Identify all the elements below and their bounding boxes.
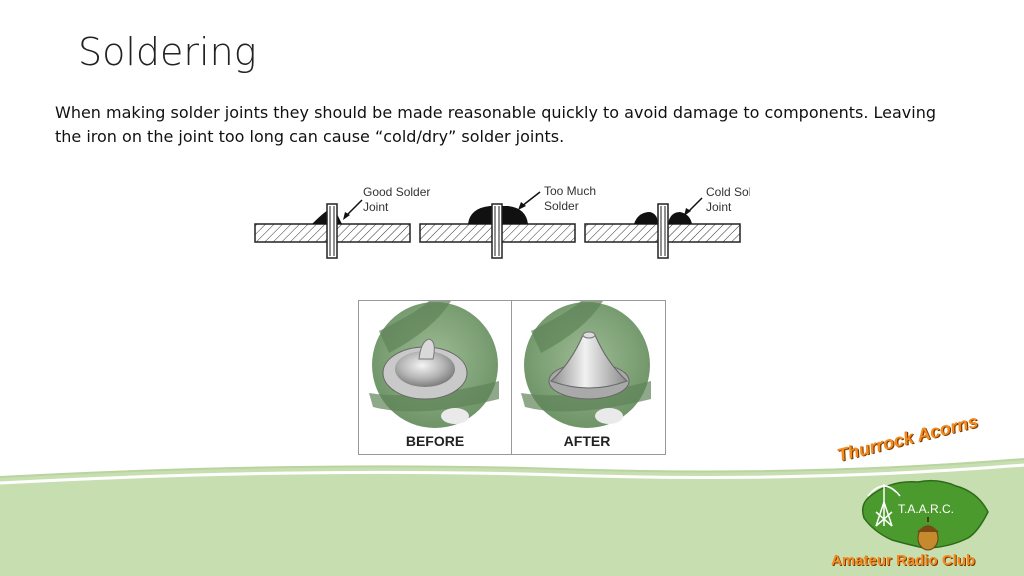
slide-body-text: When making solder joints they should be… [55,103,937,146]
good-joint-figure [254,199,411,259]
before-label: BEFORE [405,433,465,449]
after-label: AFTER [563,433,611,449]
after-photo: AFTER [511,301,663,454]
before-joint-image [369,301,499,428]
too-much-solder-figure [419,191,576,259]
solder-joint-diagram: Good Solder Joint Too Much Solder Cold S… [254,184,750,259]
club-logo [861,479,989,551]
before-after-photos: BEFORE AFTER [358,300,666,455]
acorn-icon [917,517,939,551]
cold-joint-label-1: Cold Solder [706,185,750,199]
good-joint-label-1: Good Solder [363,185,430,199]
logo-mid-text: T.A.A.R.C. [898,502,955,516]
slide-title: Soldering [78,30,257,74]
too-much-label-1: Too Much [544,184,596,198]
after-joint-image [521,301,651,428]
bottom-decorative-band [0,458,1024,576]
logo-bottom-text: Amateur Radio Club [831,552,976,569]
cold-joint-label-2: Joint [706,200,732,214]
before-photo: BEFORE [359,301,512,454]
too-much-label-2: Solder [544,199,579,213]
antenna-icon [867,484,901,527]
good-joint-label-2: Joint [363,200,389,214]
cold-joint-figure [584,197,741,259]
